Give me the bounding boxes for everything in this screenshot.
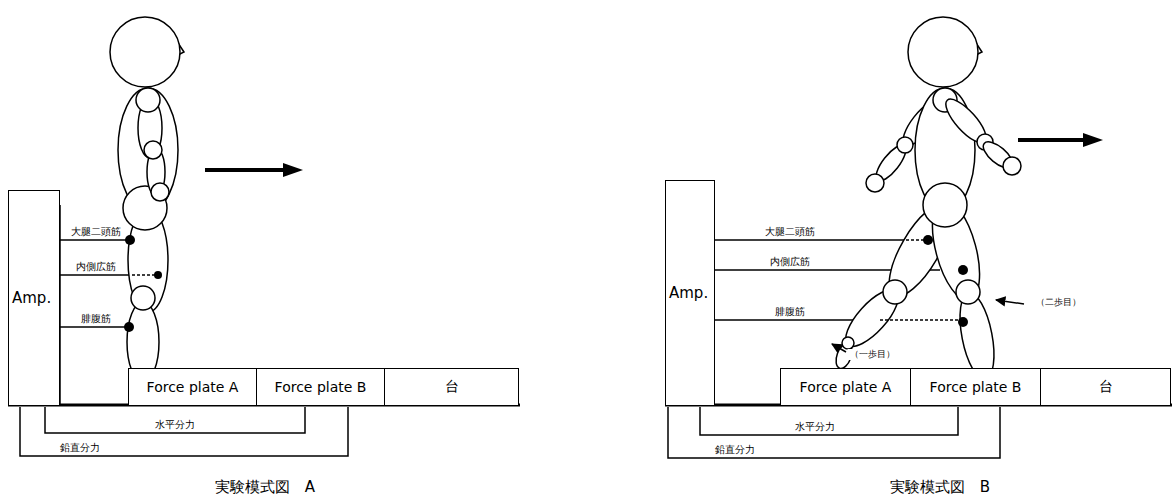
- part-label: 大腿二頭筋: [69, 226, 123, 238]
- part-label: 内側広筋: [768, 256, 812, 268]
- bracket: [700, 407, 958, 435]
- box-label: Amp.: [12, 289, 51, 307]
- box-label: 台: [445, 378, 459, 396]
- plate-box: Force plate A: [780, 368, 911, 406]
- box-label: 台: [1099, 378, 1113, 396]
- box-label: Force plate A: [147, 379, 239, 395]
- amplifier-box: Amp.: [8, 190, 60, 406]
- electrode-dot: [154, 271, 162, 279]
- electrode-wire: [60, 274, 132, 276]
- box-label: Force plate A: [800, 379, 892, 395]
- electrode-dot: [958, 265, 968, 275]
- bracket: [668, 407, 1000, 458]
- figure-caption: 実験模式図 A: [213, 478, 317, 496]
- box-label: Amp.: [669, 284, 708, 302]
- leader-arrow: [832, 344, 846, 352]
- standing-figure: [110, 17, 184, 394]
- leader-arrow: [996, 300, 1024, 304]
- electrode-dot: [124, 322, 134, 332]
- bracket: [45, 407, 305, 433]
- direction-arrow: [283, 163, 303, 177]
- direction-arrow: [205, 168, 285, 172]
- plate-box: 台: [384, 368, 519, 406]
- amplifier-box: Amp.: [665, 180, 715, 406]
- part-label: （二歩目）: [1034, 297, 1083, 308]
- figure-caption: 実験模式図 B: [888, 478, 992, 496]
- part-label: （一歩目）: [848, 349, 897, 360]
- part-label: 水平分力: [153, 419, 197, 431]
- electrode-dot: [958, 317, 968, 327]
- part-label: 内側広筋: [74, 261, 118, 273]
- direction-arrow: [1083, 133, 1103, 147]
- plate-box: Force plate B: [910, 368, 1041, 406]
- part-label: 鉛直分力: [713, 444, 757, 456]
- part-label: 腓腹筋: [79, 313, 113, 325]
- part-label: 腓腹筋: [773, 306, 807, 318]
- part-label: 鉛直分力: [58, 442, 102, 454]
- bracket: [20, 407, 348, 456]
- plate-box: 台: [1040, 368, 1171, 406]
- electrode-dot: [923, 235, 933, 245]
- walking-figure: [833, 17, 1021, 393]
- box-label: Force plate B: [930, 379, 1022, 395]
- plate-box: Force plate B: [256, 368, 385, 406]
- electrode-dot: [125, 235, 135, 245]
- part-label: 水平分力: [793, 421, 837, 433]
- box-label: Force plate B: [275, 379, 367, 395]
- electrode-wire: [710, 239, 906, 241]
- part-label: 大腿二頭筋: [763, 226, 817, 238]
- plate-box: Force plate A: [128, 368, 257, 406]
- direction-arrow: [1018, 138, 1085, 142]
